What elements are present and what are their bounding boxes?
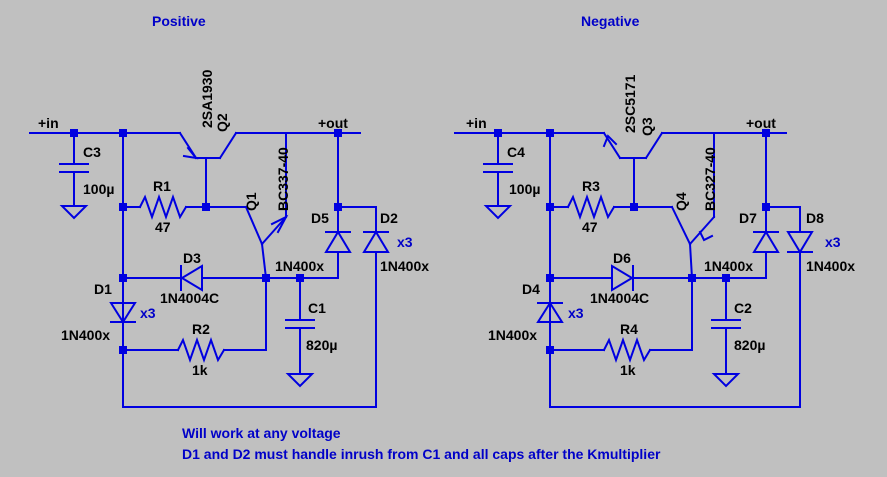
label-d4-part: 1N400x <box>488 327 537 343</box>
label-in-left: +in <box>38 115 59 131</box>
label-d1: D1 <box>94 281 112 297</box>
label-c2-val: 820µ <box>734 337 765 353</box>
label-d8: D8 <box>806 210 824 226</box>
title-positive: Positive <box>152 13 206 29</box>
note-line-2: D1 and D2 must handle inrush from C1 and… <box>182 446 661 462</box>
label-d7: D7 <box>739 210 757 226</box>
label-d3-part: 1N4004C <box>160 290 219 306</box>
label-d1-part: 1N400x <box>61 327 110 343</box>
label-r3: R3 <box>582 178 600 194</box>
label-q3: Q3 <box>639 117 655 136</box>
label-d6-part: 1N4004C <box>590 290 649 306</box>
label-r3-val: 47 <box>582 219 598 235</box>
label-c1-val: 820µ <box>306 337 337 353</box>
label-d8-part: 1N400x <box>806 258 855 274</box>
label-out-left: +out <box>318 115 348 131</box>
negative-circuit: +in +out 2SC5171 Q3 C4 100µ R3 47 Q4 BC3… <box>454 74 855 408</box>
label-c3-val: 100µ <box>83 181 114 197</box>
label-d5: D5 <box>311 210 329 226</box>
label-d8-mult: x3 <box>825 234 841 250</box>
label-r1: R1 <box>153 178 171 194</box>
label-c3: C3 <box>83 144 101 160</box>
label-q1: Q1 <box>243 192 259 211</box>
label-d4: D4 <box>522 281 540 297</box>
label-d2-mult: x3 <box>397 234 413 250</box>
label-q2: Q2 <box>214 113 230 132</box>
label-c2: C2 <box>734 300 752 316</box>
label-r4: R4 <box>620 321 638 337</box>
positive-circuit: +in +out 2SA1930 Q2 C3 100µ R1 47 Q1 BC3… <box>29 69 429 408</box>
label-c4-val: 100µ <box>509 181 540 197</box>
label-r4-val: 1k <box>620 362 636 378</box>
label-q1-part: BC337-40 <box>275 147 291 211</box>
label-d2: D2 <box>380 210 398 226</box>
label-out-right: +out <box>746 115 776 131</box>
label-d6: D6 <box>613 250 631 266</box>
label-c1: C1 <box>308 300 326 316</box>
label-r2-val: 1k <box>192 362 208 378</box>
label-c4: C4 <box>507 144 525 160</box>
label-in-right: +in <box>466 115 487 131</box>
note-line-1: Will work at any voltage <box>182 425 341 441</box>
label-d3: D3 <box>183 250 201 266</box>
label-q3-part: 2SC5171 <box>622 74 638 133</box>
label-q2-part: 2SA1930 <box>199 69 215 128</box>
label-d5-part: 1N400x <box>275 258 324 274</box>
label-d2-part: 1N400x <box>380 258 429 274</box>
label-r2: R2 <box>192 321 210 337</box>
label-q4-part: BC327-40 <box>702 147 718 211</box>
label-d7-part: 1N400x <box>704 258 753 274</box>
label-d4-mult: x3 <box>568 305 584 321</box>
label-r1-val: 47 <box>155 219 171 235</box>
title-negative: Negative <box>581 13 640 29</box>
label-q4: Q4 <box>673 192 689 211</box>
label-d1-mult: x3 <box>140 305 156 321</box>
